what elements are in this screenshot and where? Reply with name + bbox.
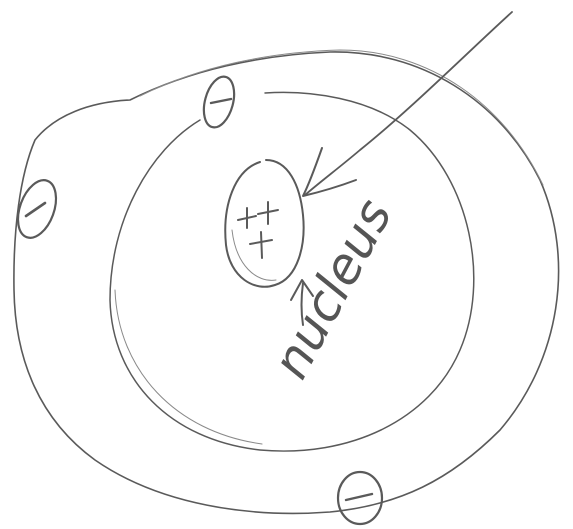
electron-bottom: [338, 472, 382, 524]
nucleus-plus-2: [258, 202, 278, 224]
outer-orbit: [14, 52, 559, 513]
inner-orbit-overstroke: [115, 290, 262, 444]
nucleus: [225, 160, 303, 287]
nucleus-overstroke: [232, 230, 276, 280]
electron-top: [199, 73, 240, 130]
nucleus-label: nucleus: [261, 190, 403, 388]
nucleus-plus-1: [238, 208, 256, 228]
electron-bottom-minus: [346, 494, 372, 500]
nucleus-plus-3: [250, 232, 272, 258]
nucleus-outline: [225, 160, 303, 287]
electron-top-minus: [211, 99, 231, 103]
electron-left: [11, 175, 63, 243]
pointer-arrow-line: [305, 12, 512, 195]
electron-left-minus: [26, 203, 45, 216]
